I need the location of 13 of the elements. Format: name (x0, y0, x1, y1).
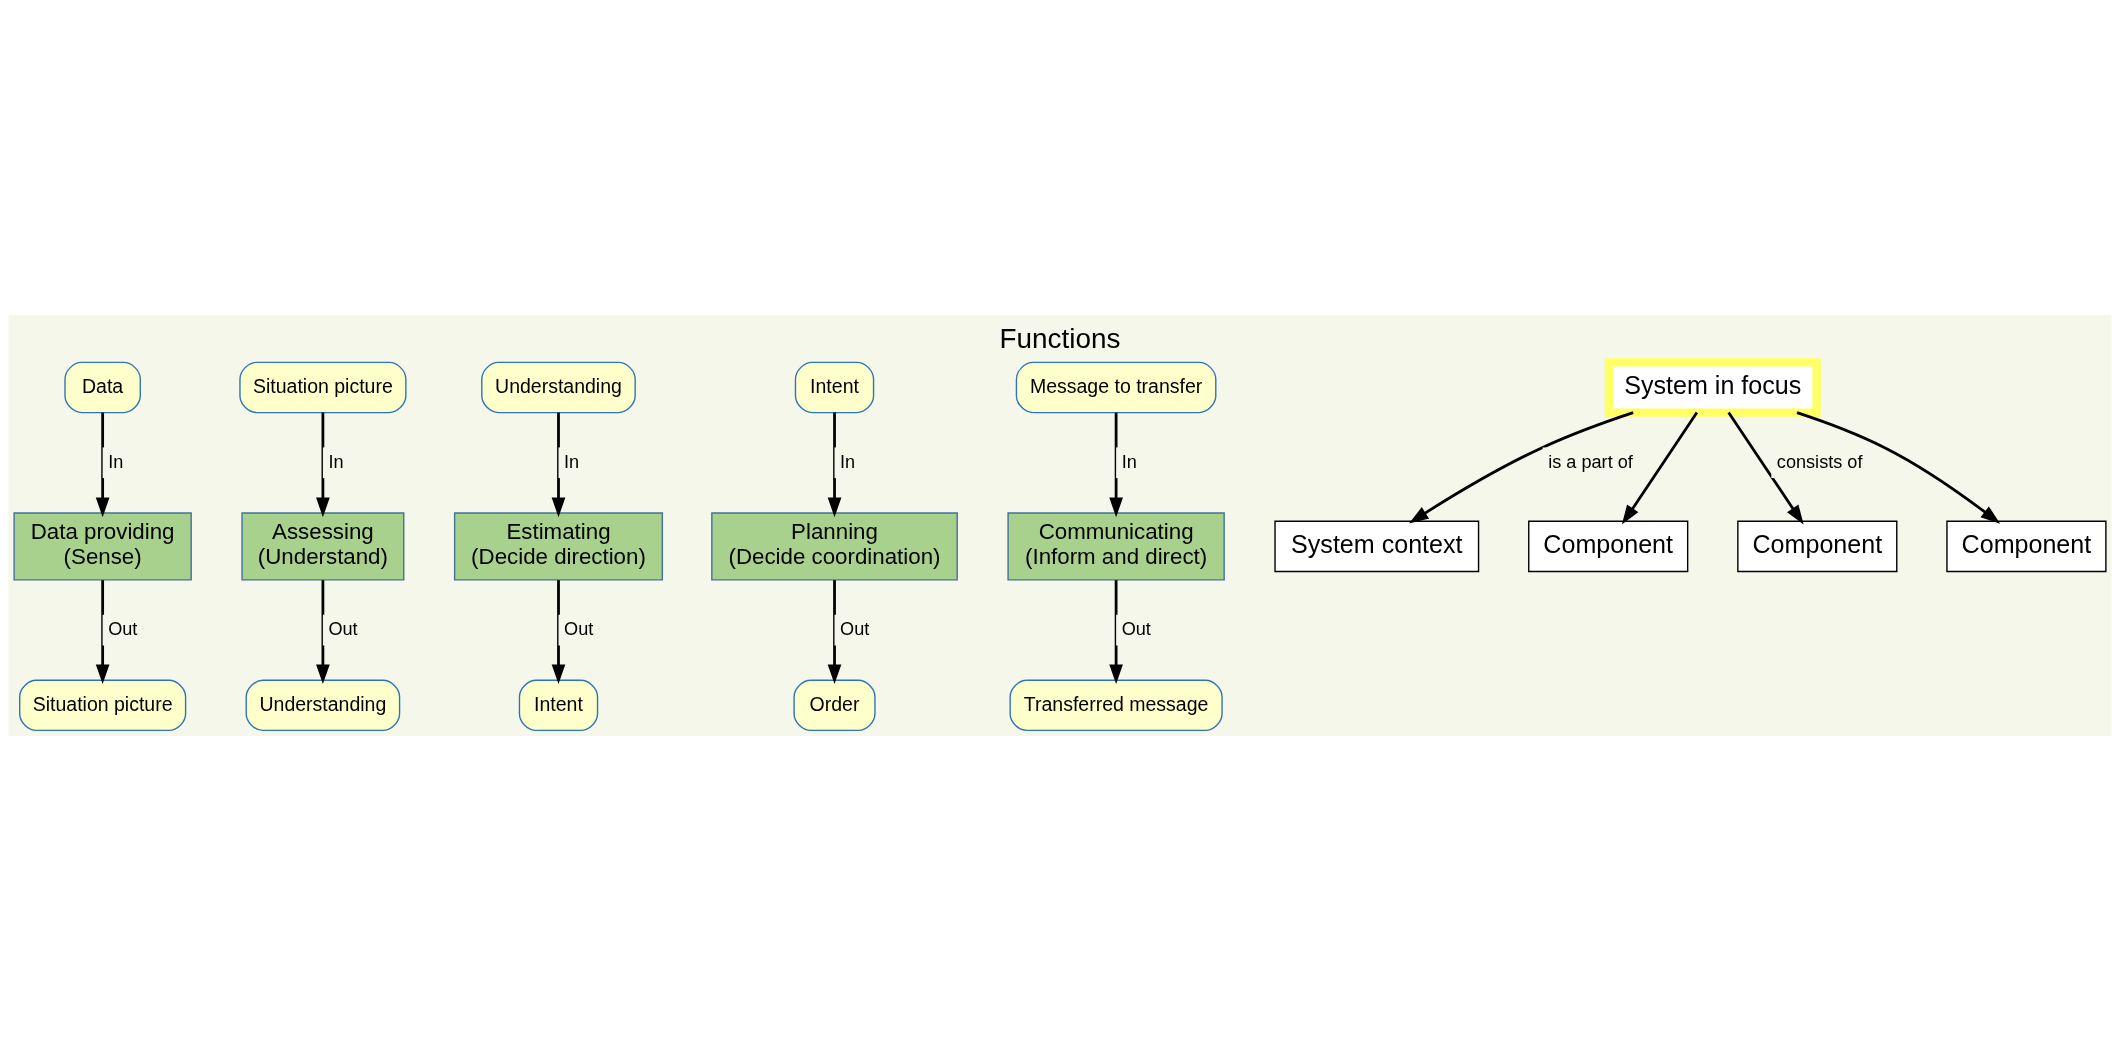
edge-label: In (564, 451, 580, 472)
edge-label: Out (328, 618, 358, 639)
edge-label: Out (840, 618, 870, 639)
edge-label: In (108, 451, 124, 472)
edge-label: In (840, 451, 856, 472)
edge-label: In (1121, 451, 1137, 472)
edge-label: consists of (1776, 451, 1863, 472)
edge-label: Out (1121, 618, 1151, 639)
edge-label: In (328, 451, 344, 472)
edge-label: is a part of (1548, 451, 1633, 472)
diagram-title: Functions (999, 323, 1121, 355)
edge-label: Out (564, 618, 594, 639)
edge-label: Out (108, 618, 138, 639)
